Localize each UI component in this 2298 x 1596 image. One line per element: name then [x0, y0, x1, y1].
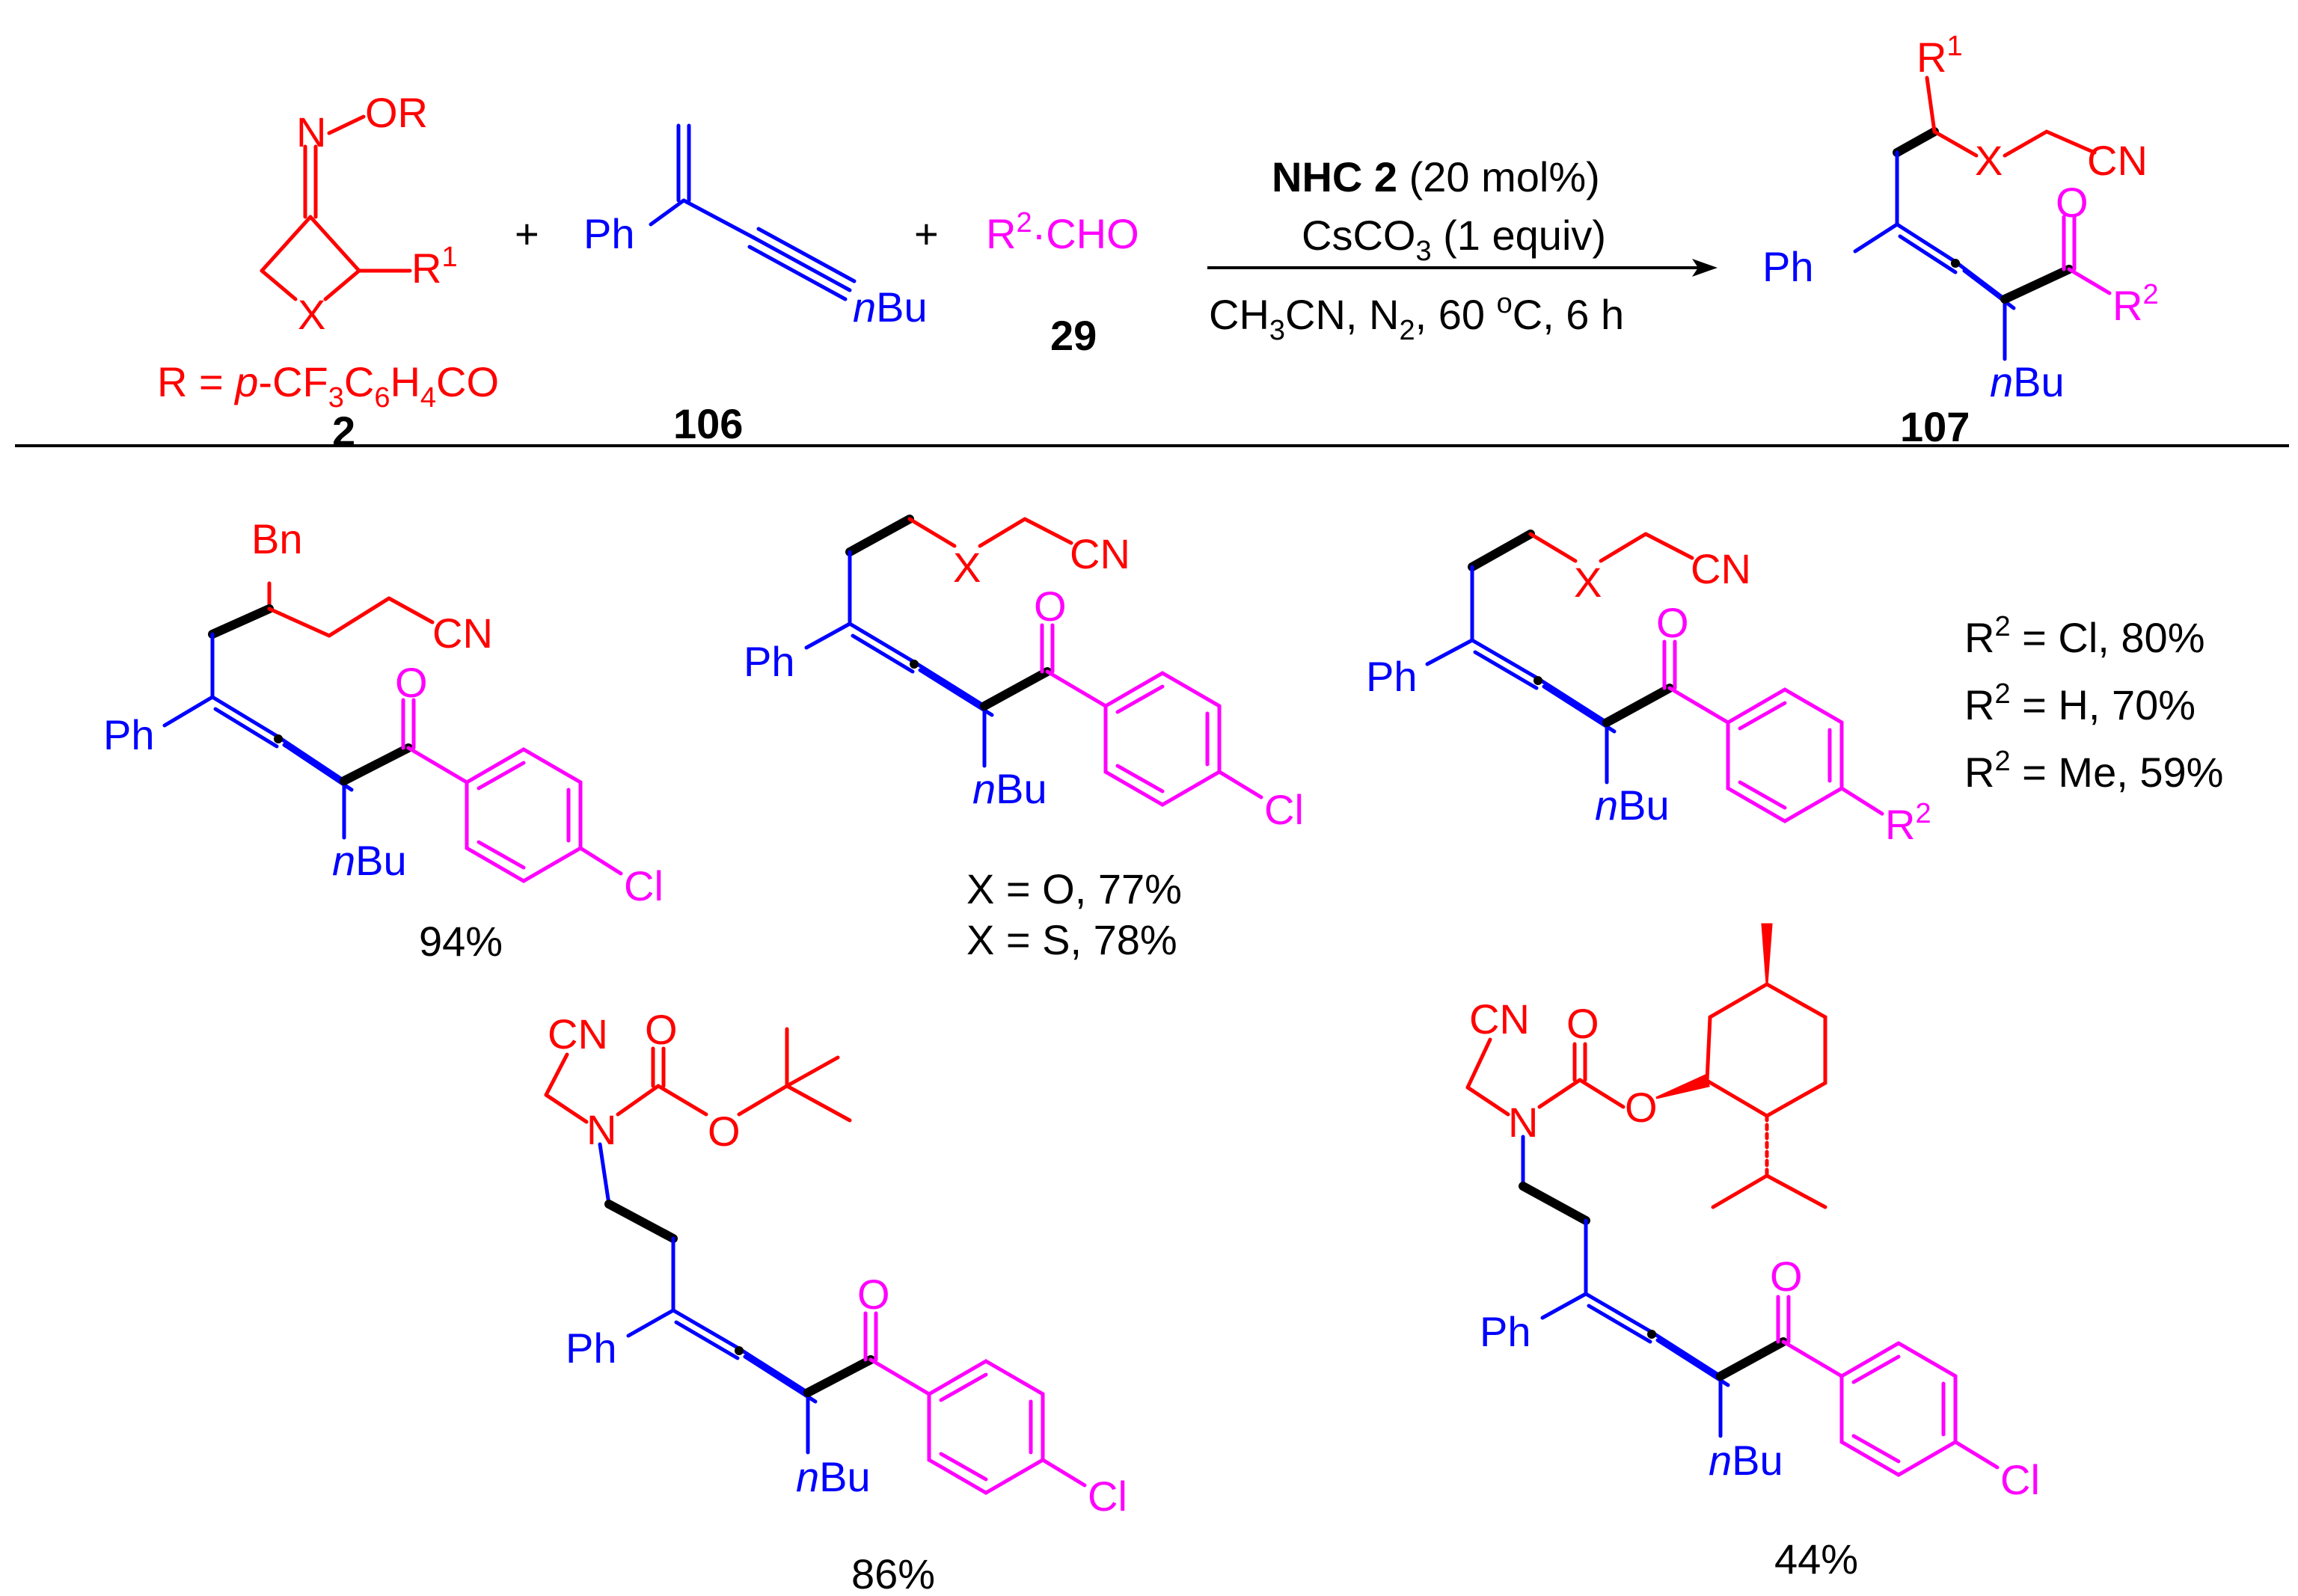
example-4-product: CN N O O Ph O nBu Cl 86% — [544, 1006, 1127, 1596]
ring-x-label: X — [298, 291, 325, 338]
ex2-carbonyl-o: O — [1034, 583, 1067, 630]
ex5-cn-label: CN — [1469, 995, 1530, 1043]
base-text: CsCO3 (1 equiv) — [1302, 212, 1606, 267]
allene-center-dot — [1951, 259, 1960, 268]
ex4-yield: 86% — [851, 1550, 935, 1596]
r-definition: R = p-CF3C6H4CO — [157, 358, 499, 414]
compound-label-2: 2 — [332, 408, 355, 455]
ex4-ester-o: O — [708, 1108, 741, 1155]
reagent-106: Ph nBu 106 — [583, 123, 928, 447]
ex1-chloro-label: Cl — [624, 862, 664, 909]
example-3-product: X CN Ph O nBu R2 R2 = Cl, 80% R2 = H, 70… — [1366, 530, 2223, 848]
reaction-arrow-head — [1692, 259, 1718, 277]
ex5-phenyl-label: Ph — [1480, 1308, 1531, 1355]
ex1-benzyl-label: Bn — [251, 515, 303, 562]
ex5-chloro-label: Cl — [2000, 1456, 2040, 1503]
oxime-n-label: N — [296, 108, 326, 156]
ex2-n-butyl-label: nBu — [972, 765, 1047, 812]
ex1-phenyl-label: Ph — [103, 711, 155, 758]
product-cn-label: CN — [2087, 137, 2148, 184]
plus-sign-1: + — [515, 210, 539, 257]
ex2-cn-label: CN — [1070, 530, 1130, 577]
ex3-yield-cl: R2 = Cl, 80% — [1964, 611, 2205, 661]
aldehyde-label: R2·CHO — [986, 207, 1139, 257]
ex2-yield-s: X = S, 78% — [966, 916, 1177, 963]
compound-label-107: 107 — [1900, 403, 1970, 450]
ex3-carbonyl-o: O — [1656, 599, 1689, 646]
ex4-carbonyl-o: O — [857, 1271, 890, 1318]
product-x-label: X — [1975, 137, 2003, 184]
n-butyl-label: nBu — [853, 283, 928, 331]
ex3-n-butyl-label: nBu — [1595, 782, 1670, 829]
ex5-carbonyl-o: O — [1770, 1253, 1803, 1300]
ex2-x-label: X — [953, 544, 981, 591]
compound-label-29: 29 — [1050, 312, 1097, 359]
ex5-yield: 44% — [1774, 1535, 1858, 1583]
reaction-conditions: NHC 2 (20 mol%) CsCO3 (1 equiv) CH3CN, N… — [1207, 153, 1718, 346]
solvent-text: CH3CN, N2, 60 oC, 6 h — [1209, 288, 1624, 346]
ex5-ester-o: O — [1625, 1084, 1658, 1131]
reagent-2: N OR X R1 R = p-CF3C6H4CO 2 — [157, 89, 499, 455]
plus-sign-2: + — [914, 210, 939, 257]
ex4-carbamate-o: O — [645, 1006, 678, 1053]
reagent-29: R2·CHO 29 — [986, 207, 1139, 359]
ex1-cn-label: CN — [432, 610, 493, 657]
ex2-chloro-label: Cl — [1264, 786, 1304, 833]
ex4-chloro-label: Cl — [1088, 1473, 1127, 1520]
product-carbonyl-o: O — [2056, 179, 2089, 226]
ex5-n-butyl-label: nBu — [1709, 1437, 1783, 1484]
r1-label: R1 — [411, 242, 458, 292]
ex5-n-atom-label: N — [1508, 1099, 1538, 1146]
product-r2-label: R2 — [2112, 279, 2159, 329]
product-107: R1 X CN O R2 Ph nBu 107 — [1762, 31, 2159, 450]
example-2-product: X CN Ph O nBu Cl X = O, 77% X = S, 78% — [744, 515, 1304, 963]
ex2-phenyl-label: Ph — [744, 638, 795, 685]
ex4-n-atom-label: N — [586, 1106, 616, 1153]
ex3-r2-label: R2 — [1885, 798, 1931, 848]
product-phenyl-label: Ph — [1762, 243, 1814, 290]
phenyl-label: Ph — [583, 210, 635, 257]
ex3-yield-h: R2 = H, 70% — [1964, 678, 2196, 728]
ex2-yield-o: X = O, 77% — [966, 865, 1182, 912]
example-5-product: CN N O O Ph O nBu Cl 44% — [1465, 923, 2040, 1583]
compound-label-106: 106 — [673, 400, 743, 447]
ex3-phenyl-label: Ph — [1366, 653, 1418, 700]
ex4-n-butyl-label: nBu — [796, 1453, 871, 1500]
ex3-x-label: X — [1574, 559, 1602, 606]
ex4-cn-label: CN — [548, 1010, 608, 1058]
ex1-n-butyl-label: nBu — [332, 837, 407, 884]
ex1-yield: 94% — [419, 918, 503, 965]
product-n-butyl-label: nBu — [1990, 358, 2065, 405]
catalyst-text: NHC 2 (20 mol%) — [1272, 153, 1600, 200]
product-r1-label: R1 — [1916, 31, 1963, 81]
oxime-or-label: OR — [365, 89, 428, 136]
example-1-product: Bn CN Ph O nBu Cl 94% — [103, 515, 664, 965]
ex1-carbonyl-o: O — [395, 659, 428, 706]
ex3-cn-label: CN — [1691, 545, 1751, 592]
ex3-yield-me: R2 = Me, 59% — [1964, 746, 2223, 796]
ex4-phenyl-label: Ph — [566, 1325, 617, 1372]
ex5-carbamate-o: O — [1566, 1000, 1599, 1047]
